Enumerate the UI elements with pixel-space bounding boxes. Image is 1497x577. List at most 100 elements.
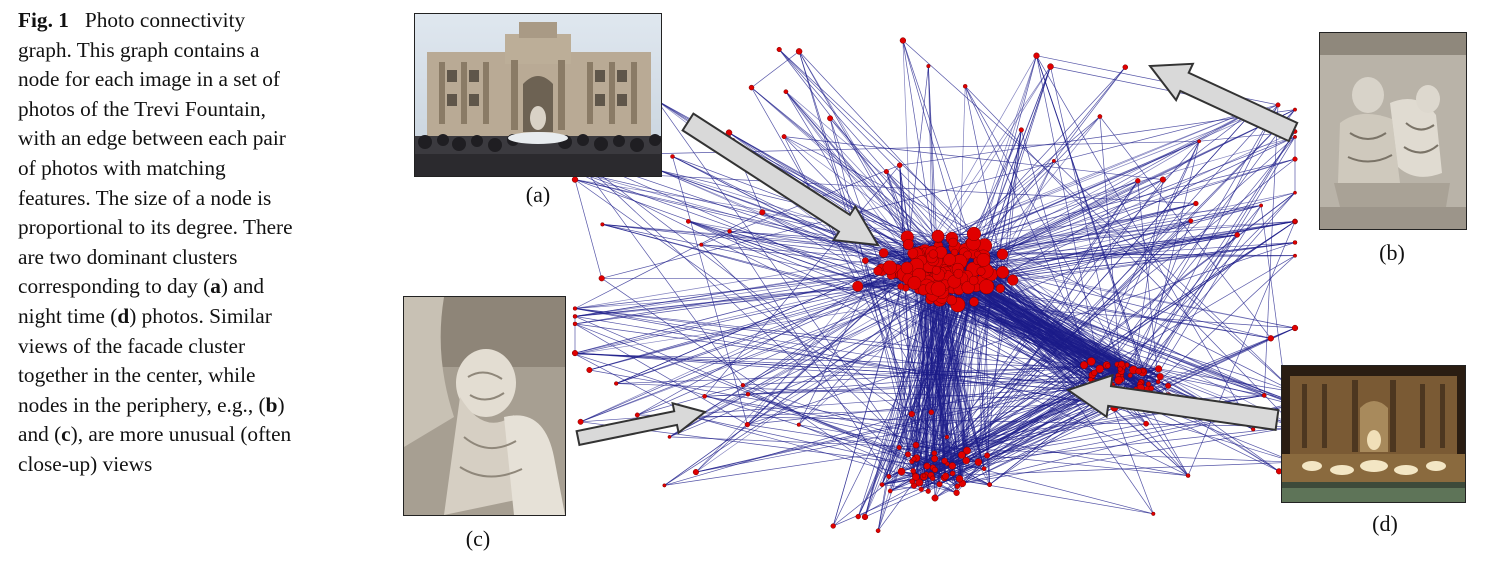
graph-node xyxy=(928,249,938,259)
graph-node xyxy=(1234,232,1240,238)
graph-node xyxy=(949,470,956,477)
graph-edge xyxy=(932,290,1169,387)
statue-closeup-image xyxy=(404,297,565,515)
graph-node xyxy=(1140,368,1146,374)
graph-node xyxy=(1165,382,1172,389)
graph-node xyxy=(862,257,869,264)
graph-edge xyxy=(829,118,915,475)
graph-node xyxy=(1097,114,1103,119)
graph-node xyxy=(996,248,1009,260)
graph-node xyxy=(969,297,979,307)
graph-node xyxy=(598,275,605,282)
graph-node xyxy=(907,276,922,290)
graph-node xyxy=(855,513,861,520)
graph-node xyxy=(614,381,619,386)
graph-node xyxy=(776,46,782,53)
graph-edge xyxy=(742,291,942,386)
graph-edge xyxy=(695,394,1097,473)
figure-label: Fig. 1 xyxy=(18,8,69,32)
graph-node xyxy=(974,458,983,466)
graph-edge xyxy=(669,220,1191,438)
graph-node xyxy=(1251,427,1256,432)
graph-node xyxy=(685,219,691,224)
graph-node xyxy=(902,239,914,250)
graph-node xyxy=(905,451,911,458)
graph-node xyxy=(879,482,885,487)
graph-edge xyxy=(902,40,1296,393)
graph-edge xyxy=(964,86,1296,427)
graph-edge xyxy=(1158,368,1296,393)
graph-node xyxy=(571,176,579,183)
graph-node xyxy=(1156,373,1164,381)
graph-node xyxy=(1095,364,1104,374)
graph-node xyxy=(1007,274,1019,286)
pointer-arrows xyxy=(575,62,1299,447)
graph-node xyxy=(1033,52,1040,59)
graph-node xyxy=(667,435,672,439)
graph-node xyxy=(900,261,914,275)
graph-edge xyxy=(637,414,1296,428)
graph-edge xyxy=(574,179,603,279)
graph-edge xyxy=(890,379,1091,492)
graph-edge xyxy=(574,323,748,425)
graph-node xyxy=(1292,219,1298,224)
graph-edge xyxy=(688,221,1091,381)
graph-edge xyxy=(941,242,1296,293)
graph-node xyxy=(577,418,584,425)
graph-node xyxy=(958,451,966,459)
graph-edge xyxy=(1140,234,1238,383)
graph-edge xyxy=(902,40,978,261)
graph-edge xyxy=(1053,160,1296,393)
graph-edge xyxy=(704,395,947,438)
graph-node xyxy=(1051,158,1056,163)
graph-edge xyxy=(688,221,1092,402)
graph-edge xyxy=(987,455,1189,476)
graph-node xyxy=(918,486,924,492)
graph-node xyxy=(1105,363,1111,369)
graph-node xyxy=(911,456,917,462)
graph-edge xyxy=(747,242,1296,425)
graph-node xyxy=(976,252,991,267)
arrow-c xyxy=(575,401,708,447)
graph-node xyxy=(699,242,704,247)
graph-node xyxy=(744,421,751,428)
graph-node xyxy=(908,410,915,418)
graph-edge xyxy=(664,361,1092,486)
graph-edge xyxy=(1036,55,1101,369)
graph-node xyxy=(1148,385,1155,392)
graph-edge xyxy=(1137,180,1159,382)
graph-edge xyxy=(574,323,1097,396)
graph-edge xyxy=(574,308,1119,377)
graph-node xyxy=(670,154,675,159)
graph-edge xyxy=(580,274,900,423)
graph-edge xyxy=(1147,205,1262,391)
graph-edge xyxy=(943,286,967,461)
graph-node xyxy=(943,253,956,266)
graph-node xyxy=(1080,361,1089,370)
graph-edge xyxy=(574,155,914,472)
graph-node xyxy=(1293,107,1297,112)
graph-edge xyxy=(952,465,990,485)
graph-edge xyxy=(924,55,1037,251)
graph-edge xyxy=(944,221,1296,462)
graph-edge xyxy=(864,327,1296,518)
graph-edge xyxy=(926,220,1192,475)
graph-edge xyxy=(695,417,936,471)
graph-edge xyxy=(589,369,1189,476)
graph-edge xyxy=(964,86,1108,392)
graph-edge xyxy=(1036,55,1151,396)
graph-edge xyxy=(959,180,1139,479)
graph-edge xyxy=(574,353,928,467)
graph-edge xyxy=(977,260,1154,514)
graph-edge xyxy=(1053,66,1126,162)
graph-node xyxy=(897,467,906,476)
graph-node xyxy=(662,483,667,488)
graph-node xyxy=(1122,64,1129,70)
graph-edge xyxy=(751,87,1093,376)
graph-edge xyxy=(946,141,1200,438)
graph-node xyxy=(572,306,578,311)
graph-edge xyxy=(877,275,968,531)
graph-edge xyxy=(911,413,936,470)
graph-edge xyxy=(899,109,1296,166)
graph-edge xyxy=(616,269,937,384)
